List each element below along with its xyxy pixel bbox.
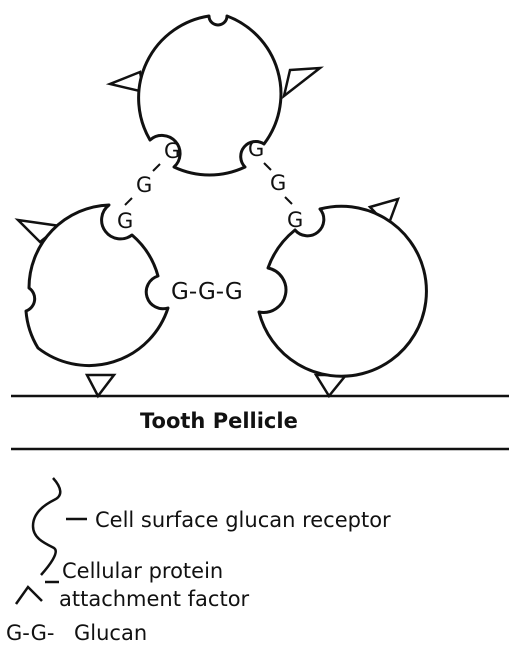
bottom-right-cell-body — [259, 206, 426, 376]
legend-receptor-label: Cell surface glucan receptor — [95, 508, 391, 532]
glucan-chain-top-left: G G G — [117, 139, 180, 233]
glucan-g-tr-2: G — [270, 171, 286, 195]
glucan-bond-tl-1 — [153, 164, 160, 171]
bottom-right-cell — [259, 199, 426, 396]
glucan-bond-tr-1 — [264, 163, 271, 170]
top-cell — [110, 16, 320, 175]
top-cell-attachment-factor-right — [284, 68, 320, 96]
bottom-left-cell — [18, 205, 168, 396]
legend-attachment-symbol — [16, 587, 42, 604]
bottom-right-cell-attachment-factor-bottom — [316, 375, 346, 396]
glucan-g-tr-3: G — [287, 208, 303, 232]
glucan-chain-top-right: G G G — [248, 137, 303, 232]
glucan-g-tl-2: G — [136, 173, 152, 197]
legend-receptor-symbol — [33, 478, 60, 575]
glucan-g-tr-1: G — [248, 137, 264, 161]
glucan-bond-tl-2 — [125, 198, 132, 205]
glucan-g-tl-1: G — [164, 139, 180, 163]
legend-attachment-label-line2: attachment factor — [59, 587, 250, 611]
bottom-left-cell-attachment-factor-bottom — [87, 375, 114, 396]
legend: Cell surface glucan receptor Cellular pr… — [6, 478, 391, 645]
pellicle-label: Tooth Pellicle — [140, 409, 298, 433]
glucan-g-tl-3: G — [117, 209, 133, 233]
legend-attachment-label-line1: Cellular protein — [62, 559, 223, 583]
glucan-chain-bottom: G-G-G — [171, 279, 243, 305]
legend-glucan-label: Glucan — [74, 621, 147, 645]
legend-glucan-symbol: G-G- — [6, 621, 54, 645]
glucan-bond-tr-2 — [285, 197, 292, 204]
